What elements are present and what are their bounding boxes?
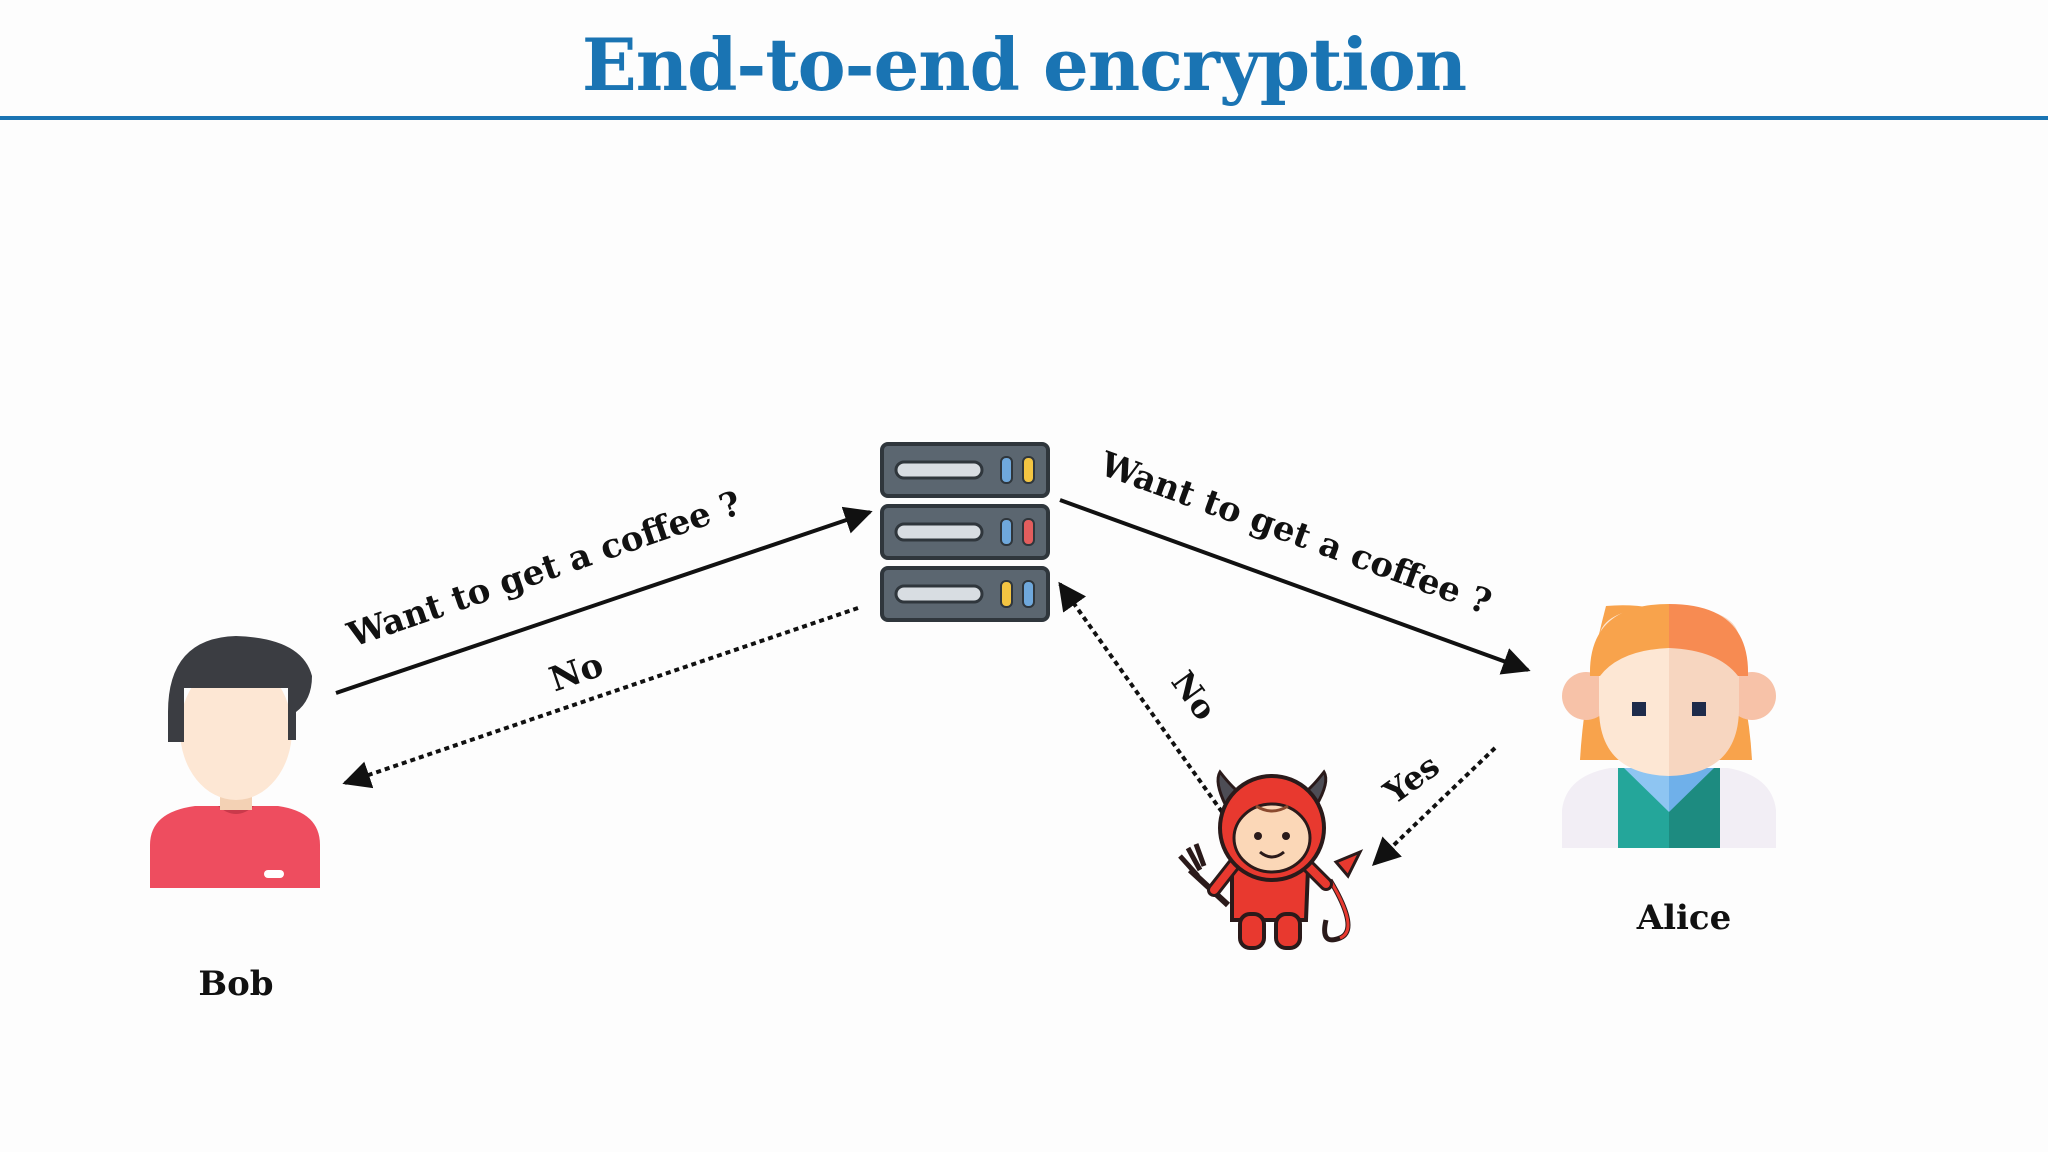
- title-divider: [0, 116, 2048, 120]
- bob-name-label: Bob: [198, 964, 273, 1004]
- arrow-server-to-bob: [342, 606, 859, 789]
- female-user-icon: [1562, 604, 1776, 848]
- arrow-attacker-to-server: [1058, 581, 1224, 814]
- devil-icon: [1178, 769, 1364, 950]
- alice-name-label: Alice: [1636, 898, 1732, 938]
- label-bob-to-server: Want to get a coffee ?: [342, 483, 746, 656]
- server-rack-icon: [880, 442, 1050, 622]
- arrow-alice-to-attacker: [1371, 746, 1497, 866]
- label-alice-to-attacker: Yes: [1376, 747, 1446, 813]
- arrow-bob-to-server: [335, 506, 873, 695]
- label-attacker-to-server: No: [1164, 664, 1224, 727]
- arrow-server-to-alice: [1059, 498, 1531, 675]
- male-user-icon: [150, 636, 320, 888]
- page-title: End-to-end encryption: [581, 22, 1467, 107]
- label-server-to-bob: No: [544, 645, 608, 700]
